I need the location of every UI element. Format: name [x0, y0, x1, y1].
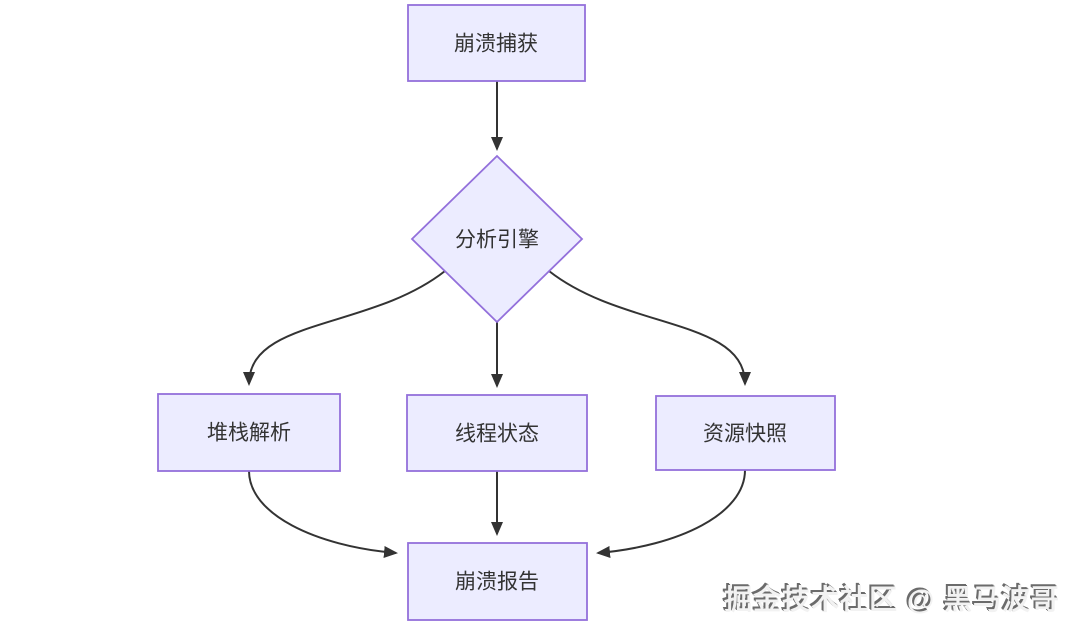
edge-engine-to-resource [548, 270, 751, 386]
crash-capture-box [407, 4, 586, 82]
resource-snapshot-box [655, 395, 836, 471]
node-resource-snapshot: 资源快照 [655, 395, 836, 471]
analysis-engine-label: 分析引擎 [455, 229, 539, 252]
node-thread-state: 线程状态 [406, 394, 588, 472]
edge-group [243, 81, 751, 558]
node-analysis-engine: 分析引擎 [410, 154, 584, 324]
node-stack-parse: 堆栈解析 [157, 393, 341, 472]
thread-state-box [406, 394, 588, 472]
watermark-text: 掘金技术社区 @ 黑马波哥 [724, 584, 1060, 615]
stack-parse-label: 堆栈解析 [207, 422, 291, 445]
edge-resource-to-report [596, 469, 746, 558]
crash-report-label: 崩溃报告 [455, 571, 539, 594]
node-crash-capture: 崩溃捕获 [407, 4, 586, 82]
thread-state-label: 线程状态 [455, 423, 539, 446]
crash-report-box [407, 542, 588, 621]
crash-capture-label: 崩溃捕获 [454, 33, 538, 56]
resource-snapshot-label: 资源快照 [703, 423, 787, 446]
edge-engine-to-stack [243, 270, 446, 386]
node-crash-report: 崩溃报告 [407, 542, 588, 621]
stack-parse-box [157, 393, 341, 472]
analysis-engine-diamond [410, 154, 584, 324]
edge-stack-to-report [248, 470, 398, 558]
